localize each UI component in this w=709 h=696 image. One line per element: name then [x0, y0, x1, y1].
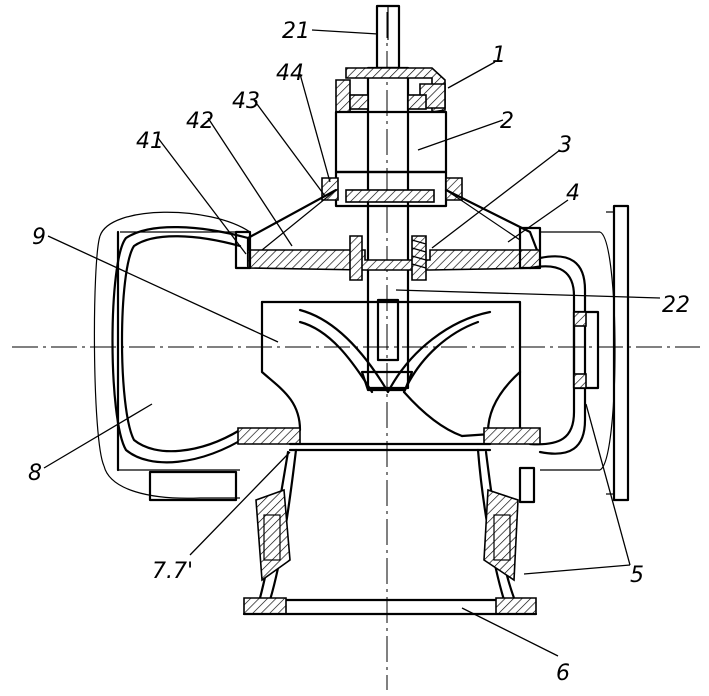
impeller — [260, 300, 522, 438]
label-22: 22 — [662, 293, 690, 318]
label-4: 4 — [566, 181, 580, 206]
discharge-flange — [572, 204, 630, 502]
label-5: 5 — [630, 563, 644, 588]
label-41: 41 — [136, 129, 164, 154]
label-1: 1 — [492, 43, 506, 68]
leader-lines — [43, 29, 661, 657]
center-lines — [12, 12, 700, 690]
label-3: 3 — [558, 133, 572, 158]
upper-bearing-housing — [321, 67, 463, 208]
label-2: 2 — [500, 109, 514, 134]
label-42: 42 — [186, 109, 214, 134]
label-9: 9 — [32, 225, 46, 250]
label-6: 6 — [556, 661, 570, 686]
conical-bracket — [234, 188, 542, 281]
lower-bearing-housing — [255, 466, 536, 582]
label-8: 8 — [28, 461, 42, 486]
label-44: 44 — [276, 61, 304, 86]
label-21: 21 — [282, 19, 310, 44]
label-7-7prime: 7.7' — [152, 559, 193, 584]
callout-labels: 21 1 44 43 2 42 41 3 4 9 22 8 7.7' 5 6 — [28, 19, 690, 686]
wear-ring-area — [237, 427, 541, 452]
label-43: 43 — [232, 89, 260, 114]
suction-cone — [242, 448, 538, 616]
